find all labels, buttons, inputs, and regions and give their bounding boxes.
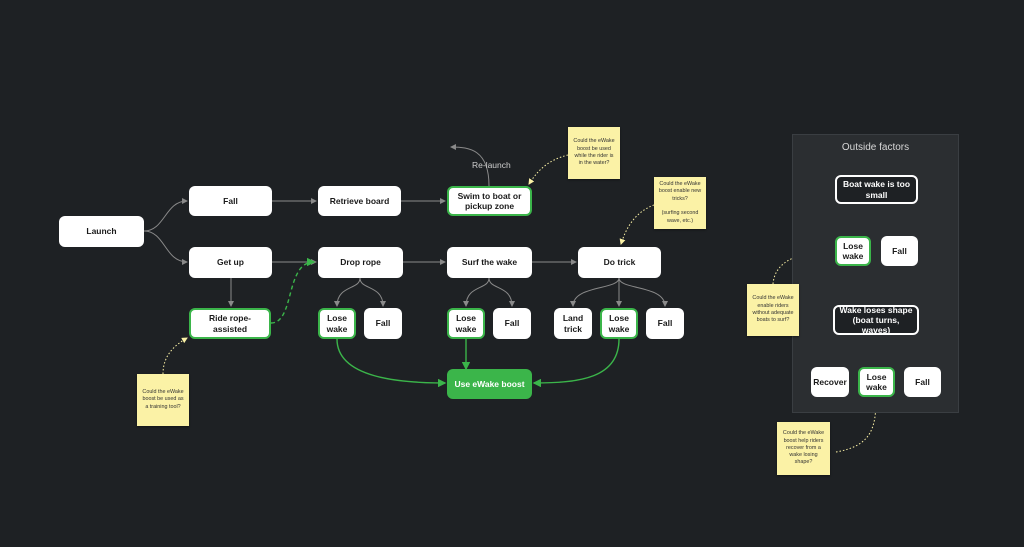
surf-wake-node[interactable]: Surf the wake	[447, 247, 532, 278]
boat-wake-small-node[interactable]: Boat wake is too small	[835, 175, 918, 204]
launch-node[interactable]: Launch	[59, 216, 144, 247]
get-up-node[interactable]: Get up	[189, 247, 272, 278]
recover-node[interactable]: Recover	[811, 367, 849, 397]
sticky-note-in-water[interactable]: Could the eWake boost be used while the …	[568, 127, 620, 179]
retrieve-board-node[interactable]: Retrieve board	[318, 186, 401, 216]
sticky-note-new-tricks[interactable]: Could the eWake boost enable new tricks?…	[654, 177, 706, 229]
fall-node-1[interactable]: Fall	[364, 308, 402, 339]
lose-wake-node-b[interactable]: Lose wake	[858, 367, 895, 397]
swim-to-boat-node[interactable]: Swim to boat or pickup zone	[447, 186, 532, 216]
use-ewake-boost-node[interactable]: Use eWake boost	[447, 369, 532, 399]
ride-rope-assisted-node[interactable]: Ride rope-assisted	[189, 308, 271, 339]
lose-wake-node-3[interactable]: Lose wake	[600, 308, 638, 339]
fall-node-b[interactable]: Fall	[904, 367, 941, 397]
sticky-note-adequate-boats[interactable]: Could the eWake enable riders without ad…	[747, 284, 799, 336]
outside-factors-title: Outside factors	[841, 142, 910, 153]
lose-wake-node-1[interactable]: Lose wake	[318, 308, 356, 339]
sticky-note-training[interactable]: Could the eWake boost be used as a train…	[137, 374, 189, 426]
lose-wake-node-2[interactable]: Lose wake	[447, 308, 485, 339]
relaunch-label: Re-launch	[472, 160, 511, 170]
fall-node-top[interactable]: Fall	[189, 186, 272, 216]
sticky-note-recover-shape[interactable]: Could the eWake boost help riders recove…	[777, 422, 830, 475]
fall-node-3[interactable]: Fall	[646, 308, 684, 339]
wake-loses-shape-node[interactable]: Wake loses shape (boat turns, waves)	[833, 305, 919, 335]
drop-rope-node[interactable]: Drop rope	[318, 247, 403, 278]
land-trick-node[interactable]: Land trick	[554, 308, 592, 339]
fall-node-2[interactable]: Fall	[493, 308, 531, 339]
lose-wake-node-a[interactable]: Lose wake	[835, 236, 871, 266]
do-trick-node[interactable]: Do trick	[578, 247, 661, 278]
fall-node-a[interactable]: Fall	[881, 236, 918, 266]
